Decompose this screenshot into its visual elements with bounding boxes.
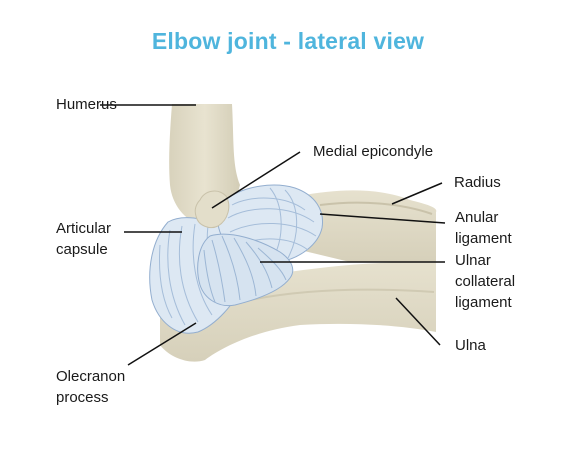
label-ulnar-collateral-ligament: Ulnar collateral ligament: [455, 252, 516, 311]
leader-anular-ligament: [319, 213, 446, 224]
medial-epicondyle-shape: [194, 190, 230, 229]
label-medial-epicondyle: Medial epicondyle: [313, 143, 434, 160]
leader-ulna: [395, 297, 441, 346]
radius-bone: [300, 190, 437, 262]
label-radius: Radius: [454, 174, 501, 191]
label-humerus: Humerus: [56, 96, 117, 113]
leader-olecranon: [127, 322, 197, 366]
leader-medial-epicondyle: [211, 151, 301, 209]
label-articular-capsule: Articular capsule: [56, 220, 112, 258]
ucl-fibers: [203, 235, 287, 303]
leader-radius: [391, 182, 443, 205]
diagram-title: Elbow joint - lateral view: [151, 28, 425, 54]
leader-lines: [100, 104, 446, 366]
ulnar-collateral-ligament-shape: [197, 233, 294, 307]
label-olecranon-process: Olecranon process: [56, 368, 126, 406]
label-anular-ligament: Anular ligament: [455, 209, 512, 247]
label-ulna: Ulna: [455, 337, 486, 354]
